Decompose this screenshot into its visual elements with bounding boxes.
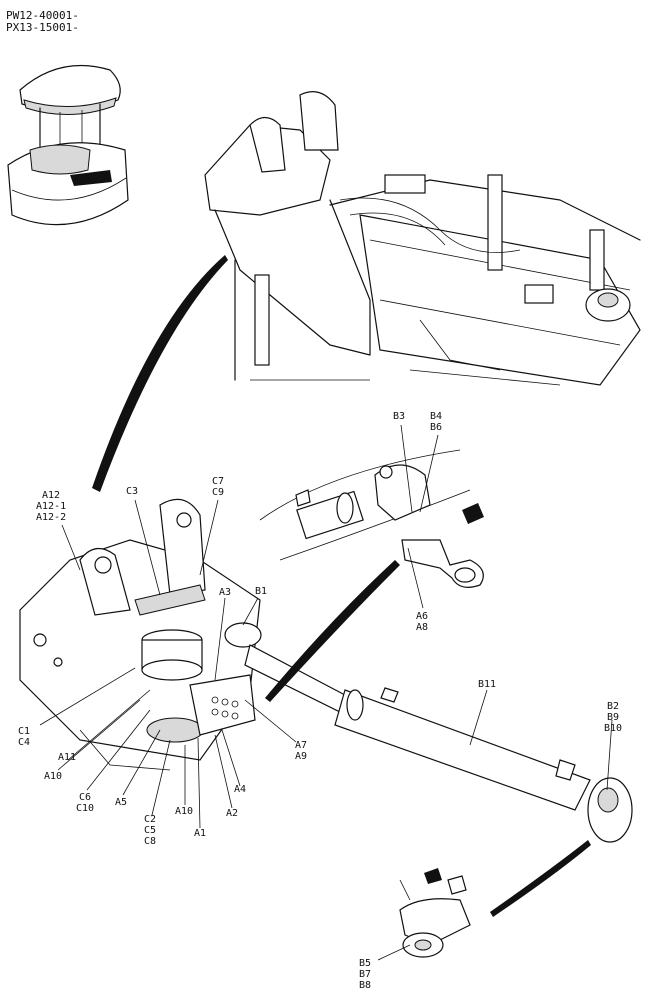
swing-cylinder [244,644,633,843]
callout-c7: C7 C9 [212,476,225,498]
callout-a11: A11 [58,752,77,763]
callout-a4: A4 [234,784,247,795]
callout-c3: C3 [126,486,139,497]
callout-b5: B5 B7 B8 [359,958,372,991]
callout-b3: B3 [393,411,406,422]
callout-a5: A5 [115,797,128,808]
machine-thumbnail [7,64,129,226]
callout-a12: A12 A12-1 A12-2 [36,490,67,523]
swing-bracket-assembly [19,498,262,771]
valve-block-ports [211,696,239,720]
callout-c6: C6 C10 [76,792,95,814]
serial-line-1: PW12-40001- [6,9,79,22]
callout-a7: A7 A9 [295,740,308,762]
callout-a10-right: A10 [175,806,194,817]
chassis-top-view [204,91,641,386]
callout-c2: C2 C5 C8 [144,814,157,847]
callout-b1: B1 [255,586,268,597]
rod-end-detail [259,449,484,588]
serial-line-2: PX13-15001- [6,21,79,34]
cylinder-foot-detail [399,868,471,958]
callout-a6: A6 A8 [416,611,429,633]
serial-range: PW12-40001- PX13-15001- [6,10,79,34]
leader-arc-bottom [490,840,591,917]
callout-a10-left: A10 [44,771,63,782]
leader-arc-top [92,255,228,492]
callout-a2: A2 [226,808,239,819]
callout-b2: B2 B9 B10 [604,701,623,734]
callout-a3: A3 [219,587,232,598]
callout-b4: B4 B6 [430,411,443,433]
callout-leader-lines [39,424,613,961]
callout-a1: A1 [194,828,207,839]
leader-arc-rod [265,560,400,702]
callout-c1: C1 C4 [18,726,31,748]
callout-b11: B11 [478,679,497,690]
